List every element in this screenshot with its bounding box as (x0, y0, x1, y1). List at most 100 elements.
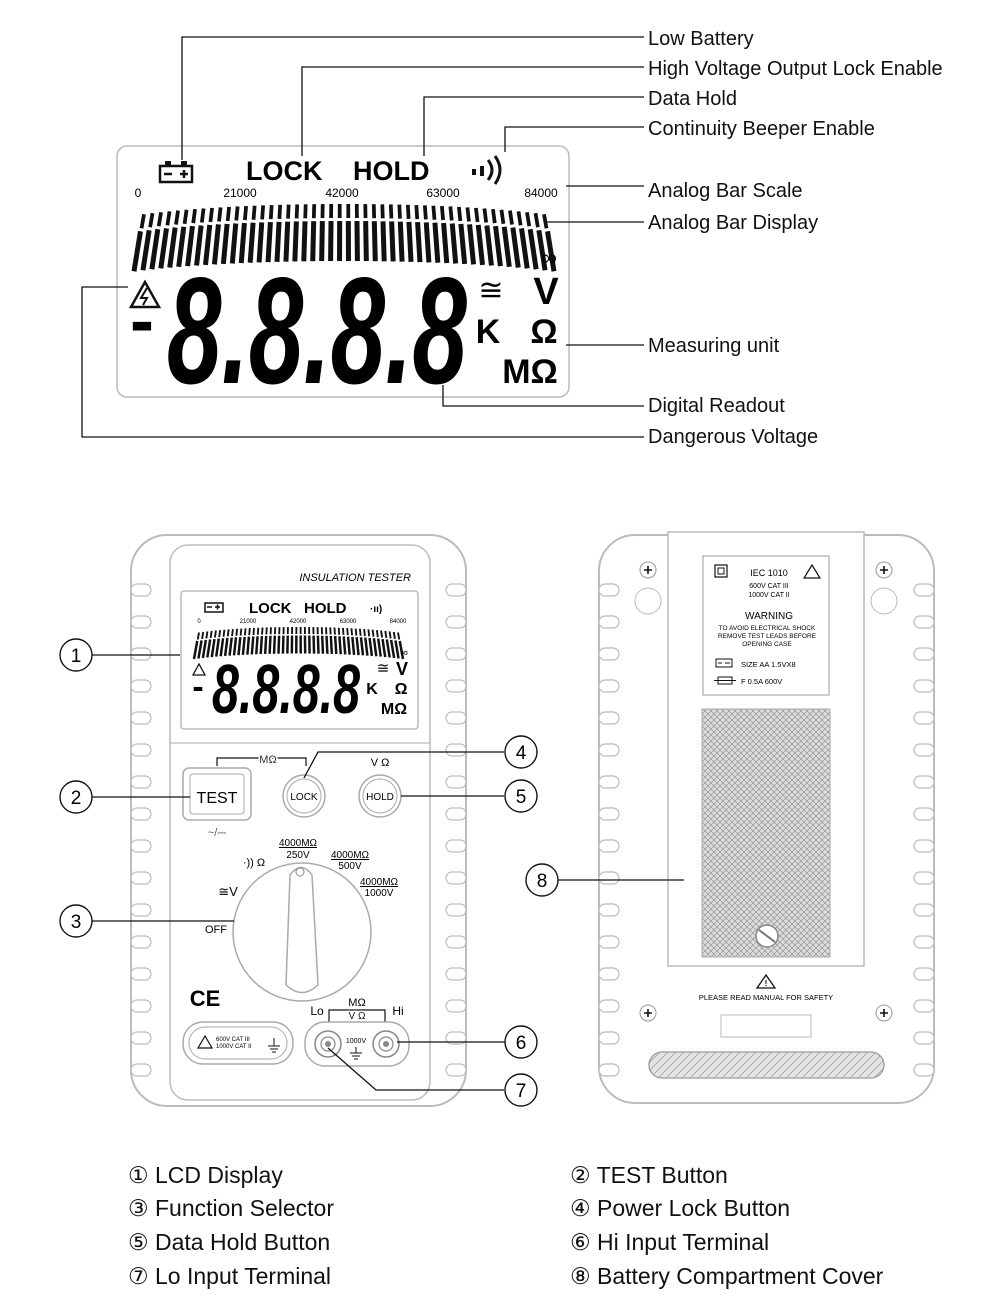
callout-number-6: 6 (504, 1025, 538, 1059)
bar-segment (342, 636, 347, 655)
small-lcd-hold: HOLD (304, 600, 347, 617)
speaker-mesh (701, 708, 831, 958)
bar-segment (397, 221, 405, 262)
grip-tab (130, 1031, 152, 1045)
grip-tab (598, 711, 620, 725)
grip-tab (130, 583, 152, 597)
cover-screw[interactable] (755, 924, 779, 948)
bar-segment (265, 221, 273, 263)
range-250v-bottom: 250V (286, 850, 310, 861)
grip-tab (130, 967, 152, 981)
grip-tab (913, 999, 935, 1013)
bar-segment (156, 211, 163, 227)
bar-segment (194, 225, 204, 266)
bar-segment (213, 630, 217, 638)
bar-segment (197, 640, 203, 659)
bar-segment (367, 629, 371, 637)
grip-tab (130, 807, 152, 821)
bar-segment (368, 637, 374, 657)
scale-tick-label: 63000 (426, 186, 460, 200)
callout-number-8: 8 (525, 863, 559, 897)
lock-button-label: LOCK (290, 792, 318, 803)
bar-segment (501, 226, 512, 268)
bar-segment (440, 205, 445, 221)
bar-segment (465, 207, 471, 222)
stand-grip[interactable] (648, 1051, 885, 1079)
callout-lines (81, 36, 644, 438)
bar-segment (228, 637, 233, 656)
position-ohm: ·)) Ω (243, 857, 265, 869)
battery-spec-icon (715, 658, 733, 668)
grip-tab (913, 935, 935, 949)
bar-segment (354, 628, 358, 636)
range-250v-top: 4000MΩ (279, 838, 318, 849)
bar-segment (376, 638, 382, 657)
bar-segment (398, 640, 405, 660)
range-1000v-bottom: 1000V (365, 888, 394, 899)
bar-segment (232, 637, 238, 656)
hold-button[interactable]: HOLD (358, 774, 402, 818)
bar-segment (371, 221, 378, 262)
bar-segment (256, 627, 260, 635)
callout-measuring-unit: Measuring unit (648, 335, 780, 357)
bar-segment (458, 223, 468, 265)
callout-number-7: 7 (504, 1073, 538, 1107)
small-scale-tick: 21000 (240, 619, 257, 625)
dangerous-voltage-icon (128, 279, 162, 309)
grip-tab (598, 1063, 620, 1077)
grip-tab (598, 903, 620, 917)
bar-segment (231, 628, 234, 637)
bar-segment (533, 212, 540, 228)
grip-tab (913, 1063, 935, 1077)
bar-segment (140, 229, 152, 271)
small-battery-icon (204, 602, 224, 613)
scale-tick-label: 21000 (223, 186, 257, 200)
bar-segment (205, 631, 209, 639)
scale-tick-label: 42000 (325, 186, 359, 200)
grip-tab (445, 967, 467, 981)
grip-tab (130, 839, 152, 853)
bar-segment (516, 211, 523, 226)
bar-segment (415, 221, 423, 263)
lo-input-terminal[interactable] (314, 1030, 342, 1058)
bar-segment (217, 207, 223, 222)
bar-segment (206, 639, 212, 658)
bar-segment (131, 230, 143, 272)
grip-tab (130, 1063, 152, 1077)
warning-line-2: REMOVE TEST LEADS BEFORE (718, 633, 817, 640)
grip-tab (598, 839, 620, 853)
svg-text:2: 2 (71, 788, 82, 809)
bar-segment (219, 638, 225, 657)
bar-segment (225, 206, 231, 222)
hi-input-terminal[interactable] (372, 1030, 400, 1058)
svg-text:7: 7 (516, 1081, 527, 1102)
bar-segment (274, 221, 282, 262)
callout-number-5: 5 (504, 779, 538, 813)
test-button[interactable]: TEST (182, 767, 252, 821)
grip-tab (913, 583, 935, 597)
warning-line-3: OPENING CASE (742, 641, 792, 648)
cat-line-2: 1000V CAT II (216, 1044, 252, 1050)
callout-number-3: 3 (59, 904, 93, 938)
grip-tab (598, 743, 620, 757)
position-off: OFF (205, 924, 227, 936)
lock-button[interactable]: LOCK (282, 774, 326, 818)
bar-segment (381, 638, 387, 658)
legend-lo-terminal: ⑦ Lo Input Terminal (128, 1263, 332, 1289)
back-view: IEC 1010 600V CAT III 1000V CAT II WARNI… (598, 531, 935, 1104)
warning-heading: WARNING (745, 611, 793, 622)
bar-segment (294, 204, 300, 219)
grip-tab (913, 679, 935, 693)
small-unit-ohm: Ω (395, 681, 408, 698)
grip-tab (598, 775, 620, 789)
bar-segment (467, 224, 477, 265)
bar-segment (372, 638, 378, 657)
bar-segment (149, 228, 161, 270)
bar-segment (364, 637, 369, 656)
callout-beeper: Continuity Beeper Enable (648, 118, 875, 140)
bar-segment (363, 221, 369, 262)
svg-text:3: 3 (71, 912, 82, 933)
ce-mark: CE (190, 986, 221, 1011)
function-selector-dial[interactable] (232, 862, 372, 1002)
bar-segment (256, 222, 265, 263)
